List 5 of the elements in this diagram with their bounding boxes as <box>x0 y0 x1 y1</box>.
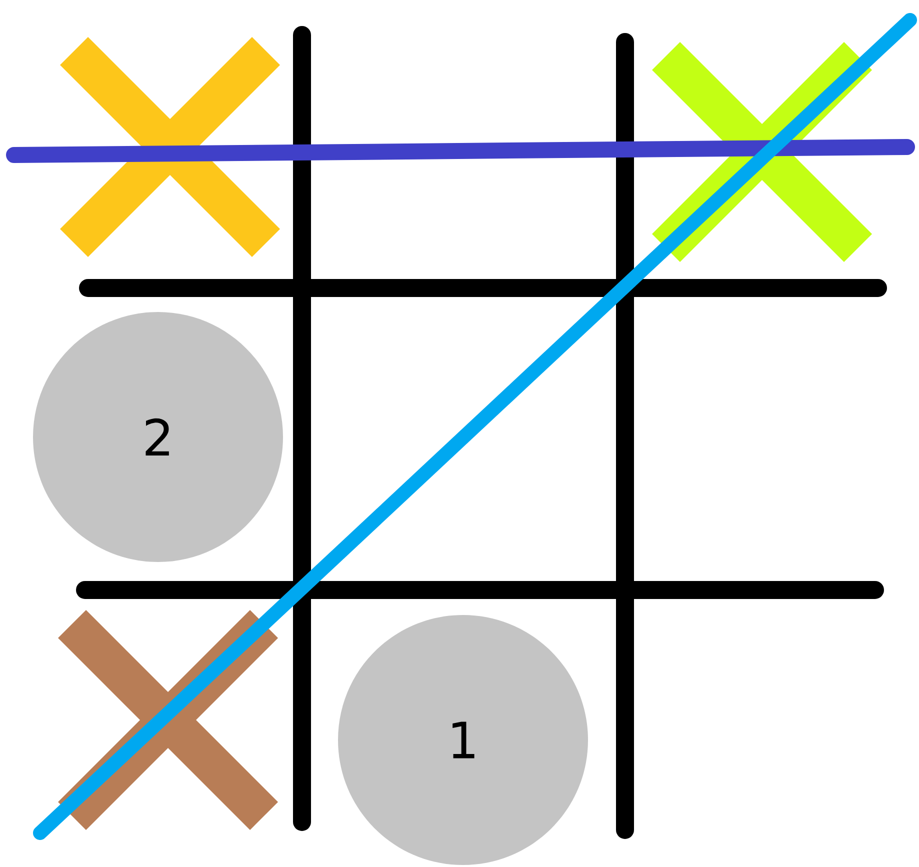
x-mark <box>58 610 278 830</box>
x-mark <box>60 37 280 257</box>
circle-mark: 2 <box>33 312 283 562</box>
x-mark <box>652 42 872 262</box>
circle-mark: 1 <box>338 614 588 865</box>
